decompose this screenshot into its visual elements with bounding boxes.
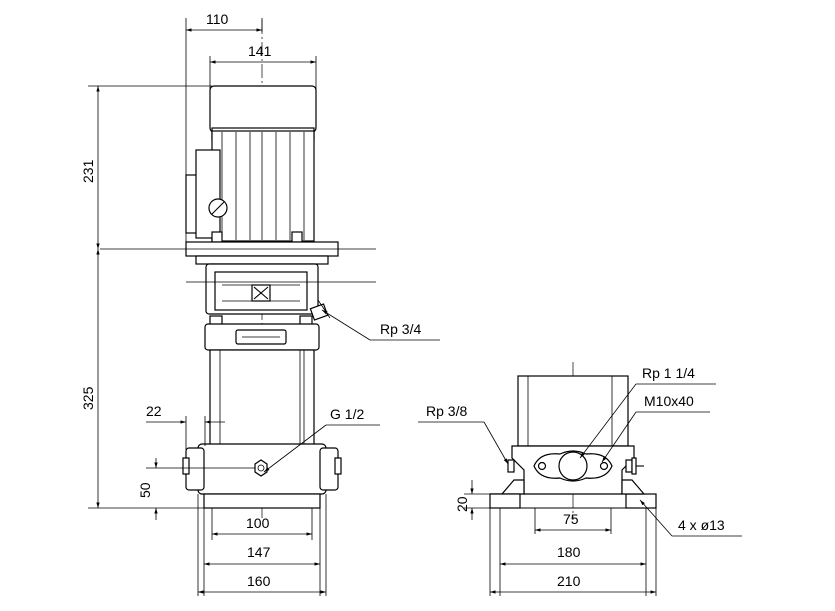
dim-motor-offset: 110 (206, 11, 229, 27)
terminal-screw-icon (208, 198, 228, 218)
dim-motor-width: 141 (248, 43, 272, 59)
drain-plug-icon (254, 459, 268, 477)
pump-base (182, 443, 342, 509)
dim-motor-height: 231 (80, 159, 96, 183)
dim-base-outer: 160 (247, 573, 271, 589)
coupling-guard (195, 255, 331, 327)
side-bolt-icon (507, 457, 644, 475)
callout-side-bolt-thread: M10x40 (644, 393, 694, 409)
dim-base-height: 50 (137, 482, 153, 498)
side-dimensions: 20 75 180 210 Rp 3/8 Rp 1 1/4 M10x40 4 x… (418, 365, 742, 596)
callout-drain-plug: G 1/2 (330, 406, 364, 422)
dim-side-outer: 210 (557, 573, 581, 589)
front-dimensions: 110 141 231 325 22 50 100 147 (80, 11, 440, 596)
vent-plug-icon (309, 299, 331, 321)
callout-mount-holes: 4 x ø13 (678, 517, 725, 533)
dim-side-bolt: 75 (563, 511, 579, 527)
callout-vent-plug: Rp 3/4 (380, 321, 421, 337)
front-view (100, 20, 376, 520)
side-view (489, 362, 657, 520)
coupling-icon (251, 284, 271, 302)
dim-pump-height: 325 (80, 386, 96, 410)
callout-side-port-left: Rp 3/8 (426, 403, 467, 419)
dim-base-mid: 147 (247, 544, 271, 560)
pump-head (204, 323, 320, 351)
dim-drain-offset: 22 (146, 403, 162, 419)
callout-side-port-main: Rp 1 1/4 (642, 365, 695, 381)
dim-base-inner: 100 (246, 515, 270, 531)
motor-body (185, 85, 317, 243)
pump-column (209, 349, 315, 447)
inlet-flange-icon (533, 450, 613, 482)
dim-side-base-height: 20 (454, 496, 470, 512)
dim-side-mid: 180 (557, 544, 581, 560)
